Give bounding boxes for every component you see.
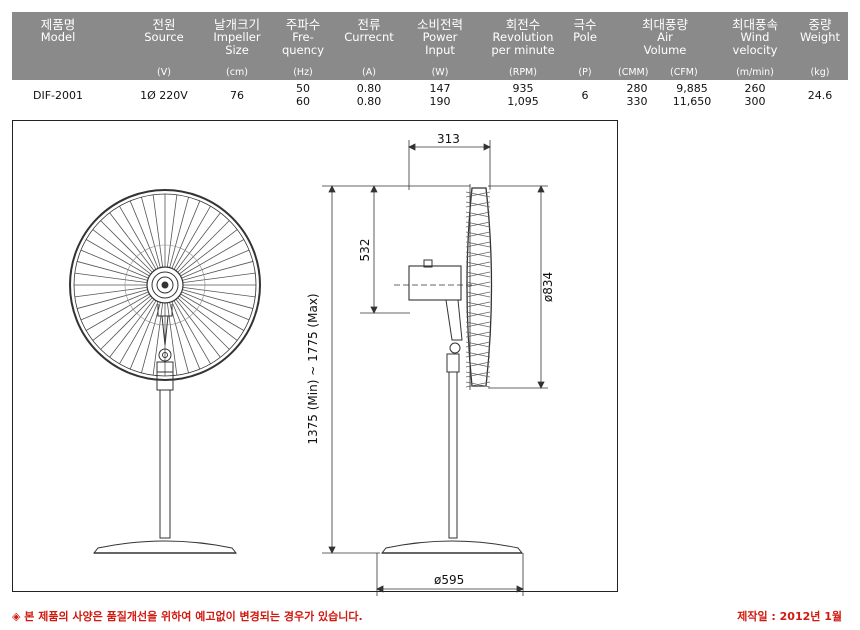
cell-rpm-1: 935 <box>512 82 534 95</box>
cell-power-2: 190 <box>429 95 451 108</box>
cell-wind-2: 300 <box>744 95 766 108</box>
header-power-input: 소비전력 Power Input (W) <box>416 17 463 78</box>
header-frequency: 주파수 Fre- quency (Hz) <box>281 17 325 78</box>
cell-cfm-2: 11,650 <box>672 95 712 108</box>
cell-current-2: 0.80 <box>356 95 382 108</box>
cell-cfm-1: 9,885 <box>676 82 708 95</box>
dimension-lines <box>322 140 548 596</box>
footer-note: ◈ 본 제품의 사양은 품질개선을 위하여 예고없이 변경되는 경우가 있습니다… <box>12 610 363 623</box>
cell-pole: 6 <box>581 89 589 102</box>
header-model: 제품명 Model <box>40 17 76 44</box>
header-source: 전원 Source (V) <box>144 17 184 78</box>
cell-cmm-1: 280 <box>626 82 648 95</box>
spec-table-header: 제품명 Model 전원 Source (V) 날개크기 Impeller Si… <box>12 12 848 80</box>
front-view <box>69 189 261 554</box>
header-wind-velocity: 최대풍속 Wind velocity (m/min) <box>731 17 778 78</box>
dim-base-label: ø595 <box>434 573 465 587</box>
cell-size: 76 <box>230 89 244 102</box>
cell-wind-1: 260 <box>744 82 766 95</box>
cell-freq-2: 60 <box>296 95 310 108</box>
side-view <box>380 184 524 554</box>
header-air-volume: 최대풍량 Air Volume (CMM) (CFM) <box>618 17 698 78</box>
cell-model: DIF-2001 <box>32 89 83 102</box>
dim-height-label: 1375 (Min) ~ 1775 (Max) <box>306 293 320 445</box>
header-pole: 극수 Pole (P) <box>573 17 597 78</box>
cell-weight: 24.6 <box>807 89 833 102</box>
header-revolution: 회전수 Revolution per minute (RPM) <box>491 17 555 78</box>
dim-depth-label: 313 <box>437 132 460 146</box>
header-weight: 중량 Weight (kg) <box>799 17 841 78</box>
cell-current-1: 0.80 <box>356 82 382 95</box>
footer-date: 제작일 : 2012년 1월 <box>737 610 842 623</box>
dim-diameter-label: ø834 <box>541 271 555 303</box>
cell-freq-1: 50 <box>296 82 310 95</box>
dim-head-label: 532 <box>358 238 372 262</box>
cell-power-1: 147 <box>429 82 451 95</box>
header-current: 전류 Currecnt (A) <box>344 17 394 78</box>
header-impeller-size: 날개크기 Impeller Size (cm) <box>213 17 261 78</box>
cell-source: 1Ø 220V <box>140 89 188 102</box>
cell-cmm-2: 330 <box>626 95 648 108</box>
cell-rpm-2: 1,095 <box>507 95 539 108</box>
drawing-frame <box>12 120 618 592</box>
